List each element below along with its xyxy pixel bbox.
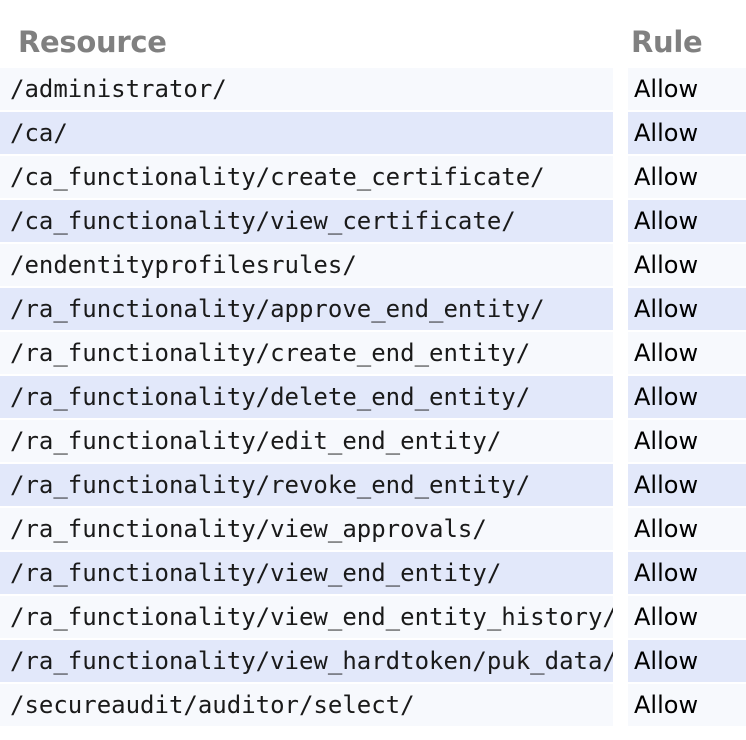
cell-rule: Allow xyxy=(623,420,746,464)
rule-value: Allow xyxy=(628,200,746,242)
cell-resource: /secureaudit/auditor/select/ xyxy=(0,684,623,728)
table-row: /administrator/Allow xyxy=(0,68,746,112)
table-row: /ca_functionality/create_certificate/All… xyxy=(0,156,746,200)
cell-resource: /administrator/ xyxy=(0,68,623,112)
table-body: /administrator/Allow/ca/Allow/ca_functio… xyxy=(0,68,746,728)
resource-path: /ra_functionality/view_end_entity/ xyxy=(0,552,613,594)
cell-rule: Allow xyxy=(623,640,746,684)
cell-resource: /ra_functionality/view_end_entity_histor… xyxy=(0,596,623,640)
rule-value: Allow xyxy=(628,288,746,330)
rule-value: Allow xyxy=(628,244,746,286)
column-header-resource: Resource xyxy=(0,0,623,68)
cell-resource: /ra_functionality/create_end_entity/ xyxy=(0,332,623,376)
table-header-row: Resource Rule xyxy=(0,0,746,68)
cell-rule: Allow xyxy=(623,68,746,112)
cell-resource: /ra_functionality/view_hardtoken/puk_dat… xyxy=(0,640,623,684)
cell-resource: /ra_functionality/approve_end_entity/ xyxy=(0,288,623,332)
rule-value: Allow xyxy=(628,552,746,594)
cell-rule: Allow xyxy=(623,200,746,244)
table-row: /ca_functionality/view_certificate/Allow xyxy=(0,200,746,244)
resource-path: /ca_functionality/create_certificate/ xyxy=(0,156,613,198)
resource-path: /endentityprofilesrules/ xyxy=(0,244,613,286)
resource-path: /secureaudit/auditor/select/ xyxy=(0,684,613,726)
cell-rule: Allow xyxy=(623,244,746,288)
resource-path: /ra_functionality/edit_end_entity/ xyxy=(0,420,613,462)
table-row: /ra_functionality/approve_end_entity/All… xyxy=(0,288,746,332)
cell-rule: Allow xyxy=(623,112,746,156)
table-row: /secureaudit/auditor/select/Allow xyxy=(0,684,746,728)
cell-rule: Allow xyxy=(623,552,746,596)
rule-value: Allow xyxy=(628,640,746,682)
resource-path: /ca/ xyxy=(0,112,613,154)
table-row: /ra_functionality/view_hardtoken/puk_dat… xyxy=(0,640,746,684)
table-row: /ra_functionality/delete_end_entity/Allo… xyxy=(0,376,746,420)
cell-resource: /ca_functionality/view_certificate/ xyxy=(0,200,623,244)
resource-path: /ra_functionality/view_hardtoken/puk_dat… xyxy=(0,640,613,682)
cell-rule: Allow xyxy=(623,508,746,552)
table-row: /endentityprofilesrules/Allow xyxy=(0,244,746,288)
table-row: /ra_functionality/view_approvals/Allow xyxy=(0,508,746,552)
rule-value: Allow xyxy=(628,684,746,726)
rule-value: Allow xyxy=(628,68,746,110)
table-row: /ra_functionality/edit_end_entity/Allow xyxy=(0,420,746,464)
table-row: /ra_functionality/view_end_entity_histor… xyxy=(0,596,746,640)
table-header: Resource Rule xyxy=(0,0,746,68)
rule-value: Allow xyxy=(628,376,746,418)
rule-value: Allow xyxy=(628,332,746,374)
cell-resource: /ca_functionality/create_certificate/ xyxy=(0,156,623,200)
table-row: /ra_functionality/view_end_entity/Allow xyxy=(0,552,746,596)
resource-path: /administrator/ xyxy=(0,68,613,110)
resource-path: /ra_functionality/view_end_entity_histor… xyxy=(0,596,613,638)
resource-path: /ra_functionality/approve_end_entity/ xyxy=(0,288,613,330)
rule-value: Allow xyxy=(628,508,746,550)
cell-rule: Allow xyxy=(623,156,746,200)
resource-path: /ra_functionality/delete_end_entity/ xyxy=(0,376,613,418)
resource-path: /ca_functionality/view_certificate/ xyxy=(0,200,613,242)
rule-value: Allow xyxy=(628,464,746,506)
cell-resource: /endentityprofilesrules/ xyxy=(0,244,623,288)
rule-value: Allow xyxy=(628,596,746,638)
column-header-rule: Rule xyxy=(623,0,746,68)
column-header-rule-label: Rule xyxy=(631,25,703,59)
cell-resource: /ra_functionality/view_approvals/ xyxy=(0,508,623,552)
cell-resource: /ca/ xyxy=(0,112,623,156)
resource-path: /ra_functionality/view_approvals/ xyxy=(0,508,613,550)
resource-path: /ra_functionality/revoke_end_entity/ xyxy=(0,464,613,506)
resource-path: /ra_functionality/create_end_entity/ xyxy=(0,332,613,374)
table-row: /ra_functionality/create_end_entity/Allo… xyxy=(0,332,746,376)
rule-value: Allow xyxy=(628,112,746,154)
rule-value: Allow xyxy=(628,156,746,198)
cell-rule: Allow xyxy=(623,332,746,376)
cell-rule: Allow xyxy=(623,376,746,420)
cell-rule: Allow xyxy=(623,464,746,508)
cell-resource: /ra_functionality/view_end_entity/ xyxy=(0,552,623,596)
rule-value: Allow xyxy=(628,420,746,462)
table-row: /ra_functionality/revoke_end_entity/Allo… xyxy=(0,464,746,508)
table-row: /ca/Allow xyxy=(0,112,746,156)
cell-resource: /ra_functionality/edit_end_entity/ xyxy=(0,420,623,464)
cell-rule: Allow xyxy=(623,596,746,640)
cell-resource: /ra_functionality/delete_end_entity/ xyxy=(0,376,623,420)
cell-rule: Allow xyxy=(623,684,746,728)
cell-resource: /ra_functionality/revoke_end_entity/ xyxy=(0,464,623,508)
cell-rule: Allow xyxy=(623,288,746,332)
column-header-resource-label: Resource xyxy=(18,25,167,59)
